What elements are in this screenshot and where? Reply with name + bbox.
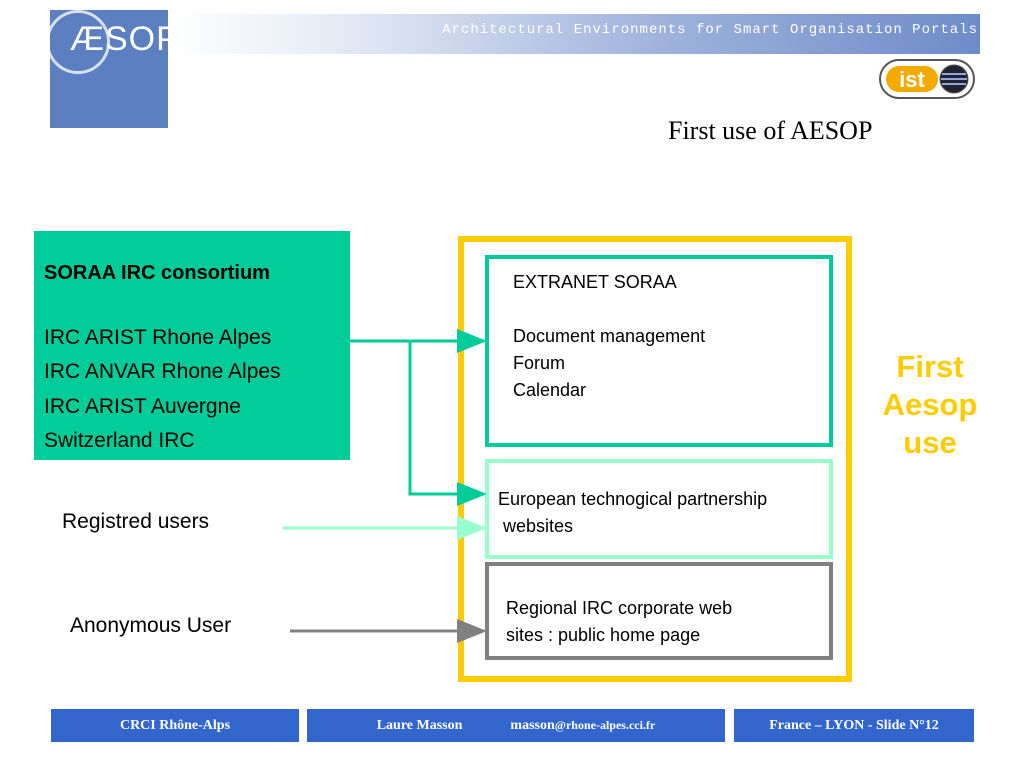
footer-org: CRCI Rhône-Alps [51,709,299,742]
consortium-item: IRC ARIST Auvergne [44,395,241,418]
first-use-label: First Aesop use [862,348,998,462]
consortium-item: Switzerland IRC [44,429,195,452]
partnership-line: websites [498,516,574,536]
globe-icon [941,73,967,85]
consortium-item: IRC ANVAR Rhone Alpes [44,360,281,383]
consortium-heading: SORAA IRC consortium [44,262,270,284]
extranet-box [485,255,833,447]
consortium-box [34,231,350,460]
consortium-item: IRC ARIST Rhone Alpes [44,326,272,349]
corporate-box [485,562,833,660]
ist-logo: ist [879,59,975,99]
footer-author-cell: Laure Masson masson@rhone-alpes.cci.fr [307,709,725,742]
footer-location: France – LYON - Slide N°12 [734,709,974,742]
partnership-box [485,459,833,559]
footer-email-user: masson [510,717,555,733]
header-divider [168,54,178,128]
header-tagline: Architectural Environments for Smart Org… [442,22,978,38]
slide-title: First use of AESOP [668,116,873,145]
first-use-line: use [903,425,957,460]
aesop-logo: ÆSOP [70,20,180,58]
header-band [168,14,980,54]
corporate-line: sites : public home page [506,625,701,645]
extranet-item: Document management [513,326,706,346]
logo-ring-icon [46,10,110,74]
arrow-consortium-to-partnership [408,341,487,506]
extranet-title: EXTRANET SORAA [513,272,677,292]
anonymous-user-label: Anonymous User [70,614,232,637]
ist-logo-text: ist [899,67,925,92]
registered-users-label: Registred users [62,510,210,533]
aesop-frame [458,236,852,682]
partnership-line: European technogical partnership [498,489,768,509]
first-use-line: First [896,349,964,384]
extranet-item: Forum [513,353,566,373]
corporate-line: Regional IRC corporate web [506,598,733,618]
footer-email-domain: @rhone-alpes.cci.fr [554,718,656,732]
footer-author: Laure Masson [376,717,463,733]
first-use-line: Aesop [882,387,978,422]
extranet-item: Calendar [513,380,587,400]
